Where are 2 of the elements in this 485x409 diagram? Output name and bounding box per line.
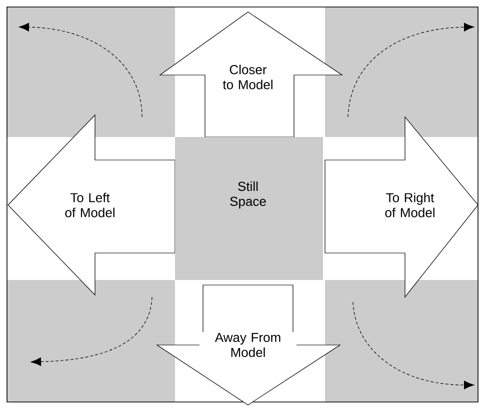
center-box: Still Space <box>175 137 323 280</box>
node-label: Away From Model <box>214 332 280 358</box>
